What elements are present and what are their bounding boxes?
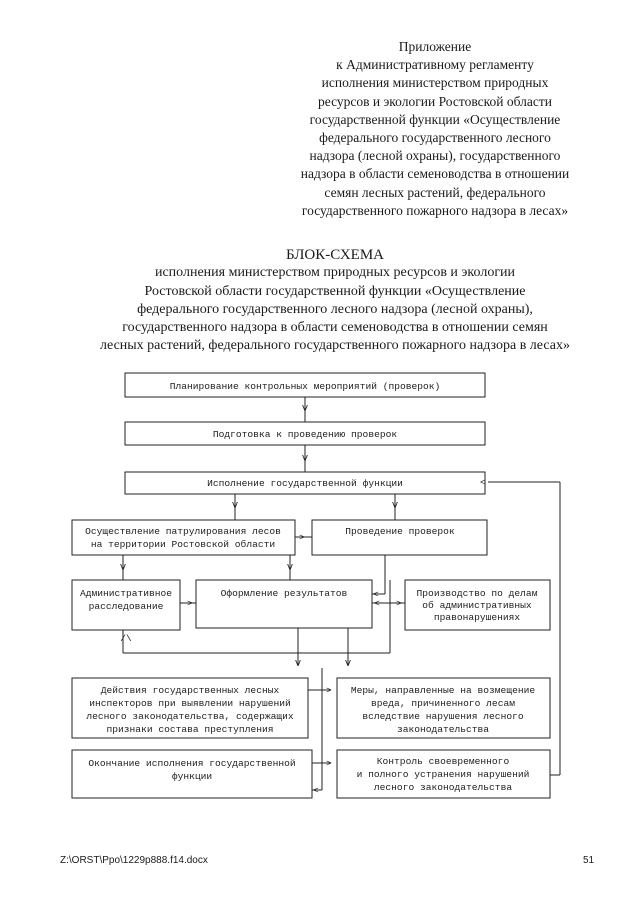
scheme-title-line: федерального государственного лесного на… — [137, 301, 533, 317]
damage-measures-line-1: Меры, направленные на возмещение — [351, 685, 535, 696]
preparation-line-1: Подготовка к проведению проверок — [213, 429, 397, 440]
appendix-line: Приложение — [398, 39, 472, 54]
execution-box: Исполнение государственной функции — [124, 471, 486, 495]
control-line-1: Контроль своевременного — [377, 756, 510, 767]
appendix-line: ресурсов и экологии Ростовской области — [318, 93, 552, 109]
appendix-line: надзора (лесной охраны), государственног… — [309, 148, 561, 164]
arrow-down-icon: V — [295, 658, 301, 669]
scheme-title-line: исполнения министерством природных ресур… — [154, 265, 516, 281]
connectors — [122, 397, 561, 791]
inspector-actions-line-3: лесного законодательства, содержащих — [86, 711, 294, 722]
completion-line-1: Окончание исполнения государственной — [88, 758, 295, 769]
completion-box: Окончание исполнения государственной фун… — [71, 749, 313, 799]
footer-file-path: Z:\ORST\Ppo\1229p888.f14.docx — [60, 855, 208, 866]
planning-box: Планирование контрольных мероприятий (пр… — [124, 372, 486, 398]
offense-cases-line-2: об административных — [422, 600, 532, 611]
inspector-actions-line-4: признаки состава преступления — [107, 724, 274, 735]
results-line-1: Оформление результатов — [221, 588, 348, 599]
arrow-right-icon: > — [299, 532, 305, 543]
damage-measures-box: Меры, направленные на возмещение вреда, … — [336, 677, 551, 739]
planning-line-1: Планирование контрольных мероприятий (пр… — [170, 381, 441, 392]
arrow-down-icon: V — [392, 500, 398, 511]
inspections-line-1: Проведение проверок — [345, 526, 455, 537]
preparation-box: Подготовка к проведению проверок — [124, 421, 486, 446]
damage-measures-line-2: вреда, причиненного лесам — [371, 698, 515, 709]
patrol-line-2: на территории Ростовской области — [91, 539, 275, 550]
completion-line-2: функции — [172, 771, 212, 782]
damage-measures-line-4: законодательства — [397, 724, 489, 735]
appendix-line: государственной функции «Осуществление — [309, 111, 561, 127]
appendix-line: государственного пожарного надзора в лес… — [301, 202, 569, 218]
arrow-right-icon: > — [187, 598, 193, 609]
appendix-header: Приложение к Административному регламент… — [270, 38, 600, 220]
arrow-marks: V V V V V V V V > > > > > < < < < /\ — [120, 403, 486, 796]
control-line-3: лесного законодательства — [374, 782, 512, 793]
arrow-left-icon: < — [374, 598, 380, 609]
appendix-line: к Административному регламенту — [336, 57, 534, 73]
arrow-down-icon: V — [302, 403, 308, 414]
results-box: Оформление результатов — [195, 579, 373, 629]
appendix-line: надзора в области семеноводства в отноше… — [300, 166, 570, 182]
arrow-right-icon: > — [396, 598, 402, 609]
admin-investigation-box: Административное расследование — [71, 579, 181, 631]
control-line-2: и полного устранения нарушений — [357, 769, 530, 780]
offense-cases-line-3: правонарушениях — [434, 612, 521, 623]
arrow-left-icon: < — [480, 477, 486, 488]
appendix-line: исполнения министерством природных — [321, 75, 549, 91]
inspections-box: Проведение проверок — [311, 519, 488, 556]
footer-page-number: 51 — [583, 855, 595, 866]
scheme-title: БЛОК-СХЕМА исполнения министерством прир… — [60, 246, 610, 356]
appendix-line: федерального государственного лесного — [319, 130, 551, 146]
arrow-down-icon: V — [302, 453, 308, 464]
inspector-actions-box: Действия государственных лесных инспекто… — [71, 677, 309, 739]
scheme-title-line: лесных растений, федерального государств… — [100, 338, 570, 354]
inspector-actions-line-2: инспекторов при выявлении нарушений — [89, 698, 291, 709]
arrow-right-icon: > — [326, 685, 332, 696]
arrow-right-icon: > — [326, 758, 332, 769]
patrol-line-1: Осуществление патрулирования лесов — [85, 526, 281, 537]
control-box: Контроль своевременного и полного устран… — [336, 749, 551, 799]
arrow-left-icon: < — [313, 785, 319, 796]
offense-cases-box: Производство по делам об административны… — [404, 579, 551, 631]
admin-investigation-line-1: Административное — [80, 588, 172, 599]
arrow-up-icon: /\ — [120, 633, 132, 644]
admin-investigation-line-2: расследование — [89, 601, 164, 612]
arrow-down-icon: V — [287, 562, 293, 573]
patrol-box: Осуществление патрулирования лесов на те… — [71, 519, 296, 556]
arrow-left-icon: < — [373, 589, 379, 600]
damage-measures-line-3: вследствие нарушения лесного — [362, 711, 523, 722]
scheme-title-line: Ростовской области государственной функц… — [144, 283, 526, 299]
arrow-down-icon: V — [120, 562, 126, 573]
scheme-title-line: государственного надзора в области семен… — [122, 320, 548, 336]
scheme-heading: БЛОК-СХЕМА — [285, 247, 385, 263]
arrow-down-icon: V — [232, 500, 238, 511]
offense-cases-line-1: Производство по делам — [417, 588, 538, 599]
execution-line-1: Исполнение государственной функции — [207, 478, 403, 489]
appendix-line: семян лесных растений, федерального — [324, 184, 546, 200]
arrow-down-icon: V — [345, 658, 351, 669]
inspector-actions-line-1: Действия государственных лесных — [101, 685, 280, 696]
